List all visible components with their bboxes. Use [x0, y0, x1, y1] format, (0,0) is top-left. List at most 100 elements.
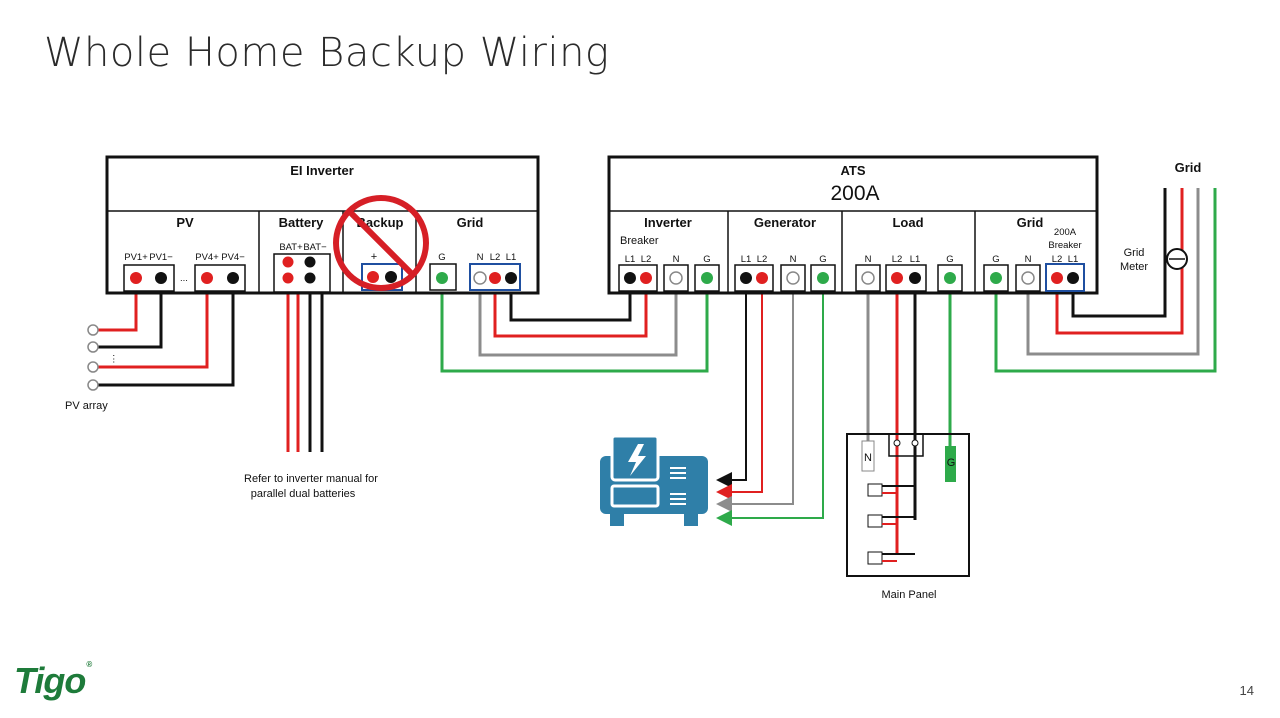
pv-array-label: PV array — [65, 400, 108, 412]
wire-grid-l1 — [1071, 188, 1167, 318]
terminal-load-l2 — [891, 272, 903, 284]
ats-inverter-sub: Breaker — [620, 235, 659, 247]
pv-terminal-3 — [87, 361, 99, 373]
terminal-pv4n — [227, 272, 239, 284]
ats-load-label: Load — [892, 215, 923, 230]
ats-grid-breaker-1: 200A — [1054, 227, 1077, 238]
terminal-load-g — [944, 272, 956, 284]
grid-meter-icon — [1166, 248, 1188, 270]
backup-plus: + — [371, 251, 377, 263]
generator-icon — [600, 434, 708, 526]
terminal-pv4p — [201, 272, 213, 284]
wire-gen-n — [716, 278, 794, 512]
terminal-inv-n — [473, 271, 487, 285]
inverter-pv-label: PV — [176, 215, 194, 230]
wire-pv1-neg — [98, 278, 163, 349]
wire-pv4-neg — [98, 278, 235, 387]
inverter-title: EI Inverter — [290, 163, 354, 178]
terminal-inv-g — [436, 272, 448, 284]
term-label-load-l1: L1 — [910, 254, 921, 265]
term-label-inv-n: N — [477, 252, 484, 263]
term-label-inv-l2: L2 — [490, 252, 501, 263]
inverter-battery-label: Battery — [279, 215, 325, 230]
pv-terminal-2 — [87, 341, 99, 353]
term-label-pv4n: PV4− — [221, 252, 245, 263]
terminal-gen-l1 — [740, 272, 752, 284]
slide-title: Whole Home Backup Wiring — [44, 30, 610, 76]
term-label-atsinv-l1: L1 — [625, 254, 636, 265]
grid-meter-label-1: Grid — [1124, 247, 1145, 259]
page-number: 14 — [1239, 683, 1254, 698]
wires — [98, 188, 1217, 555]
term-label-atsgrid-l2: L2 — [1052, 254, 1063, 265]
term-label-pv1n: PV1− — [149, 252, 173, 263]
terminal-inv-l1 — [505, 272, 517, 284]
wire-inv-n — [478, 278, 678, 357]
terminal-bat2n — [304, 272, 316, 284]
tigo-logo: Tigo® — [14, 660, 92, 702]
term-label-atsinv-g: G — [703, 254, 710, 265]
wire-gen-g — [716, 278, 824, 526]
term-label-gen-n: N — [790, 254, 797, 265]
term-label-load-g: G — [946, 254, 953, 265]
terminal-backup-2 — [385, 271, 397, 283]
term-label-load-n: N — [865, 254, 872, 265]
ats-rating: 200A — [830, 182, 879, 205]
logo-text: Tigo — [14, 660, 86, 701]
terminal-bat2p — [282, 272, 294, 284]
terminal-load-l1 — [909, 272, 921, 284]
terminal-atsgrid-g — [990, 272, 1002, 284]
terminal-bat1n — [304, 256, 316, 268]
term-label-inv-l1: L1 — [506, 252, 517, 263]
prohibited-icon — [333, 195, 429, 291]
terminal-atsgrid-l1 — [1067, 272, 1079, 284]
term-label-pv1p: PV1+ — [124, 252, 148, 263]
pv-terminal-4 — [87, 379, 99, 391]
wire-inv-l2 — [493, 278, 648, 338]
term-label-load-l2: L2 — [892, 254, 903, 265]
term-label-atsgrid-g: G — [992, 254, 999, 265]
breaker-1 — [867, 483, 915, 497]
terminal-atsinv-l2 — [640, 272, 652, 284]
term-label-pv4p: PV4+ — [195, 252, 219, 263]
terminal-atsinv-l1 — [624, 272, 636, 284]
term-label-atsgrid-n: N — [1025, 254, 1032, 265]
grid-meter-label-2: Meter — [1120, 261, 1148, 273]
wire-gen-l1 — [716, 278, 747, 488]
terminal-backup-1 — [367, 271, 379, 283]
term-label-atsinv-n: N — [673, 254, 680, 265]
terminal-atsinv-n — [669, 271, 683, 285]
ats-inverter-label: Inverter — [644, 215, 692, 230]
terminal-load-n — [861, 271, 875, 285]
terminal-gen-g — [817, 272, 829, 284]
term-label-batp: BAT+ — [279, 242, 303, 253]
main-panel: N G Main Panel — [846, 433, 970, 601]
term-label-gen-g: G — [819, 254, 826, 265]
terminal-gen-n — [786, 271, 800, 285]
terminal-atsgrid-l2 — [1051, 272, 1063, 284]
main-panel-n: N — [864, 452, 872, 464]
term-label-gen-l1: L1 — [741, 254, 752, 265]
terminal-inv-l2 — [489, 272, 501, 284]
breaker-2 — [867, 514, 915, 528]
term-label-atsinv-l2: L2 — [641, 254, 652, 265]
terminal-bat1p — [282, 256, 294, 268]
pv-array: ⋮ PV array — [65, 324, 119, 412]
ats-title: ATS — [840, 163, 865, 178]
main-panel-g: G — [947, 457, 956, 469]
terminal-atsgrid-n — [1021, 271, 1035, 285]
terminal-pv1n — [155, 272, 167, 284]
terminal-atsinv-g — [701, 272, 713, 284]
ats-box: ATS 200A Inverter Breaker Generator Load… — [607, 155, 1099, 295]
inverter-box: EI Inverter PV Battery Backup Grid PV1+ … — [105, 155, 540, 295]
pv-array-dots: ⋮ — [109, 354, 119, 365]
wire-gen-l2 — [716, 278, 763, 500]
inverter-grid-label: Grid — [457, 215, 484, 230]
grid-label: Grid — [1175, 160, 1202, 175]
pv-terminal-1 — [87, 324, 99, 336]
wire-grid-n — [1026, 188, 1200, 356]
pv-dots: ... — [180, 273, 188, 284]
wire-inv-g — [440, 278, 709, 373]
logo-mark: ® — [86, 660, 92, 669]
